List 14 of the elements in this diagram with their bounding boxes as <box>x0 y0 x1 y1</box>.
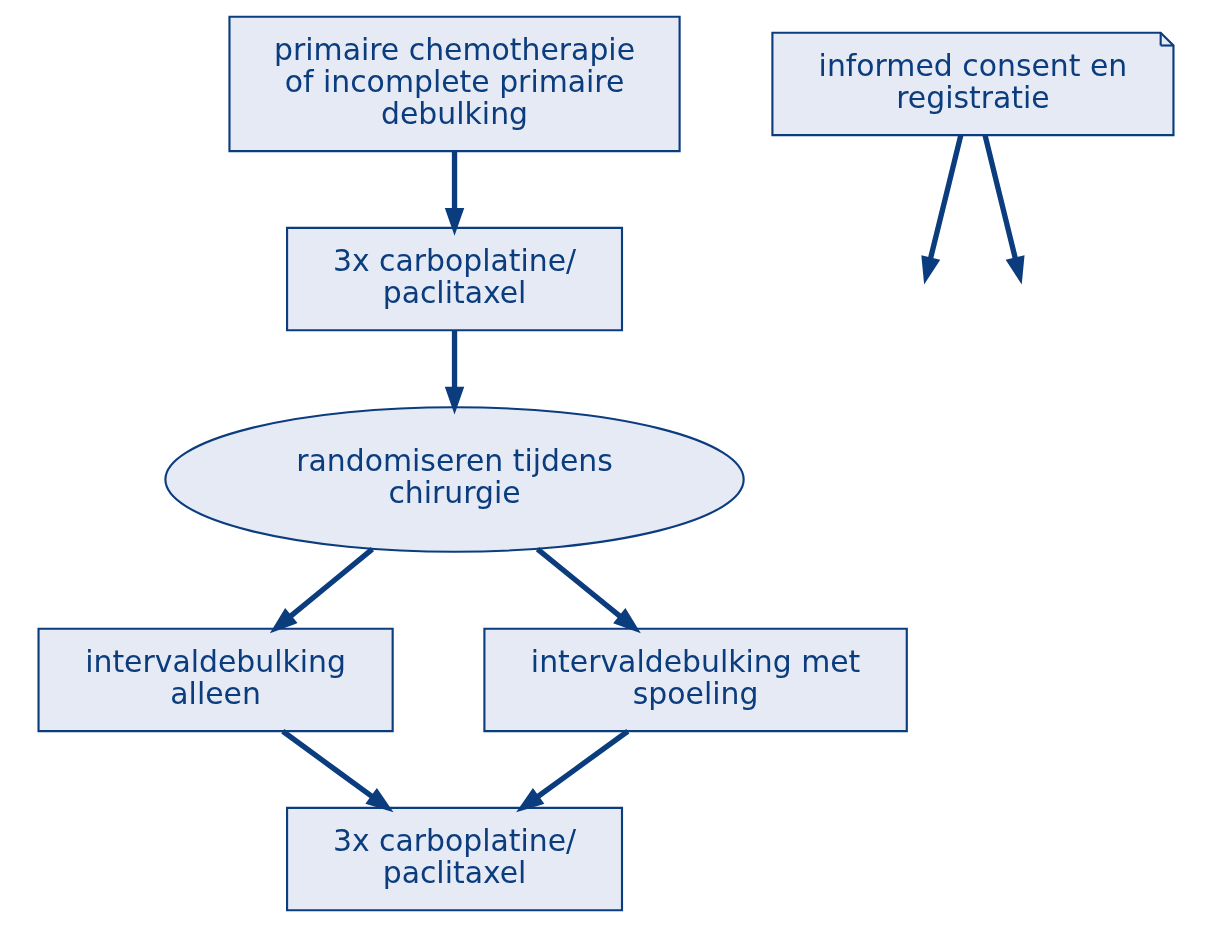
node-box: primaire chemotherapie of incomplete primaire debulking <box>228 15 681 153</box>
node-box: 3x carboplatine/ paclitaxel <box>286 806 624 912</box>
node-box: 3x carboplatine/ paclitaxel <box>286 226 624 332</box>
arrow <box>444 330 465 415</box>
node-ellipse: randomiseren tijdens chirurgie <box>164 406 745 553</box>
arrow <box>444 151 465 236</box>
arrow <box>921 134 964 285</box>
node-box: intervaldebulking met spoeling <box>483 627 908 733</box>
arrow <box>269 547 374 634</box>
arrow <box>535 547 641 634</box>
arrow <box>982 134 1025 285</box>
arrow <box>281 729 394 813</box>
arrow <box>516 729 630 813</box>
node-box: intervaldebulking alleen <box>37 627 394 733</box>
